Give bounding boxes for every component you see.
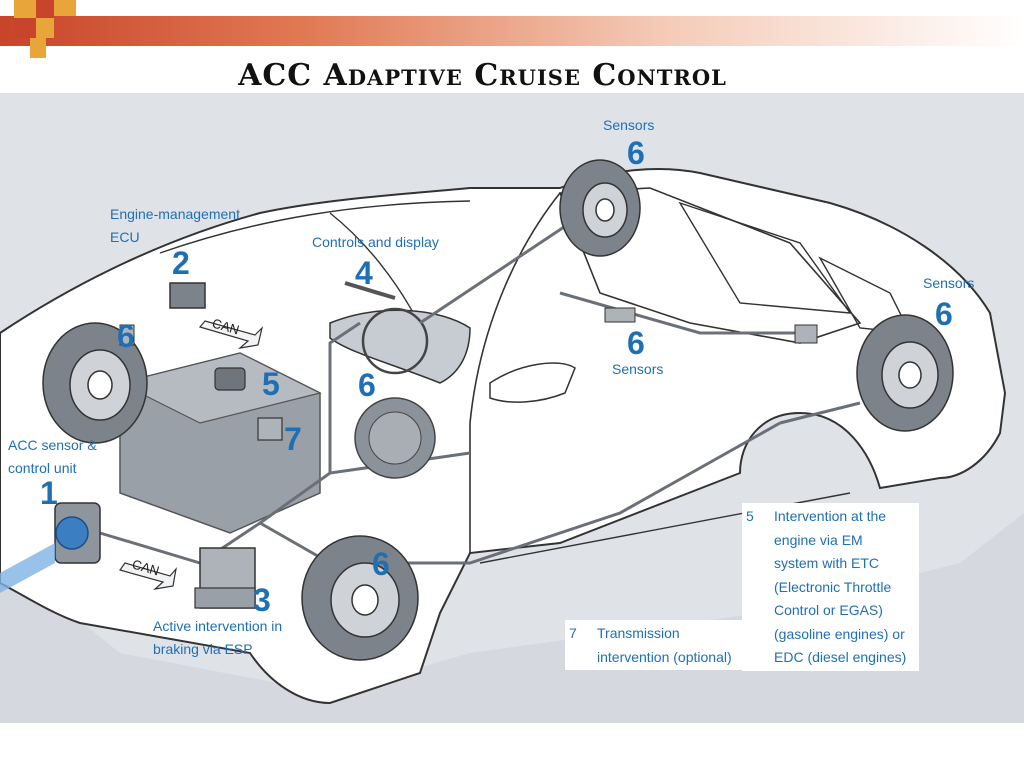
logo-blocks (0, 0, 80, 64)
slide-title: ACC Adaptive Cruise Control (238, 58, 727, 93)
note-5-text: Intervention at the engine via EM system… (774, 508, 907, 665)
acc-diagram: Engine-management ECU Controls and displ… (0, 93, 1024, 723)
note-7-box: 7 Transmission intervention (optional) (565, 620, 742, 670)
acc-sensor-label: ACC sensor & control unit (8, 437, 97, 476)
number-2: 2 (172, 245, 190, 281)
engine-ecu-label: Engine-management ECU (110, 206, 240, 245)
sensors-top-label: Sensors (603, 117, 655, 133)
sensors-right-label: Sensors (923, 275, 975, 291)
number-6-mid: 6 (627, 325, 645, 361)
number-6-front-left: 6 (117, 318, 135, 354)
number-6-engine: 6 (358, 367, 376, 403)
number-6-right: 6 (935, 296, 953, 332)
number-6-top: 6 (627, 135, 645, 171)
controls-display-label: Controls and display (312, 234, 439, 250)
number-4: 4 (355, 255, 373, 291)
header-gradient-bar (0, 16, 1024, 46)
note-7-number: 7 (569, 625, 577, 641)
note-5-box: 5 Intervention at the engine via EM syst… (742, 503, 919, 671)
number-3: 3 (253, 582, 271, 618)
sensors-mid-label: Sensors (612, 361, 664, 377)
note-5-number: 5 (746, 508, 754, 524)
number-7: 7 (284, 421, 302, 457)
active-braking-label: Active intervention in braking via ESP (153, 618, 283, 657)
number-1: 1 (40, 475, 58, 511)
number-6-front-wheel: 6 (372, 546, 390, 582)
note-7-text: Transmission intervention (optional) (597, 625, 732, 665)
number-5: 5 (262, 366, 280, 402)
